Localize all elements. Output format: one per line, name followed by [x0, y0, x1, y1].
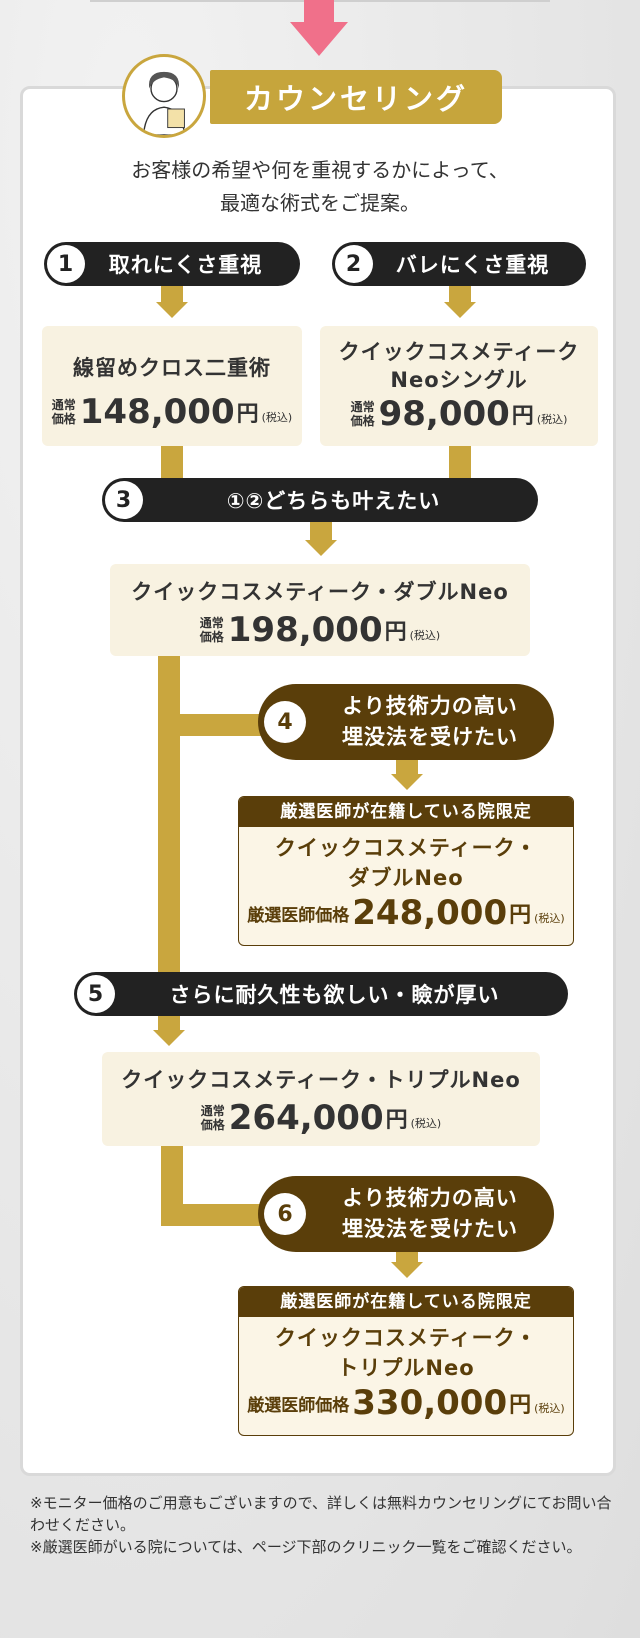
step-3: 3 ①②どちらも叶えたい: [102, 478, 538, 522]
plan-name: Neoシングル: [390, 368, 528, 392]
plan-price: 330,000: [352, 1383, 508, 1423]
plan-triple: クイックコスメティーク・トリプルNeo 通常価格 264,000 円 (税込): [102, 1052, 540, 1146]
step-number: 4: [264, 701, 306, 743]
regular-price-tag: 通常価格: [51, 398, 76, 426]
arrow-icon: [153, 1030, 185, 1046]
tax-label: (税込): [261, 411, 293, 424]
connector: [396, 760, 418, 774]
step-1: 1 取れにくさ重視: [44, 242, 300, 286]
plan-name: クイックコスメティーク・: [274, 836, 538, 860]
intro-line: お客様の希望や何を重視するかによって、: [131, 158, 509, 182]
step-number: 5: [77, 975, 115, 1013]
connector: [449, 444, 471, 478]
tax-label: (税込): [534, 1402, 565, 1415]
step-2: 2 バレにくさ重視: [332, 242, 586, 286]
connector: [161, 1204, 271, 1226]
connector: [158, 1012, 180, 1032]
arrow-icon: [156, 302, 188, 318]
step-6: 6 より技術力の高い 埋没法を受けたい: [258, 1176, 554, 1252]
plan-triple-doctor: 厳選医師が在籍している院限定 クイックコスメティーク・ トリプルNeo 厳選医師…: [238, 1286, 574, 1436]
plan-single: クイックコスメティーク Neoシングル 通常価格 98,000 円 (税込): [320, 326, 598, 446]
step-5: 5 さらに耐久性も欲しい・瞼が厚い: [74, 972, 568, 1016]
price-row: 厳選医師価格 248,000 円 (税込): [239, 893, 573, 933]
step-number: 3: [105, 481, 143, 519]
arrow-icon: [444, 302, 476, 318]
tax-label: (税込): [409, 629, 441, 642]
limited-header: 厳選医師が在籍している院限定: [239, 1287, 573, 1317]
step-label: さらに耐久性も欲しい・瞼が厚い: [169, 983, 500, 1007]
step-label: バレにくさ重視: [395, 253, 550, 277]
yen-label: 円: [385, 1108, 408, 1133]
yen-label: 円: [511, 404, 534, 429]
step-label: より技術力の高い 埋没法を受けたい: [342, 1186, 518, 1241]
price-row: 通常価格 264,000 円 (税込): [102, 1098, 540, 1138]
counselor-avatar-icon: [122, 54, 206, 138]
counseling-card: [20, 86, 616, 1476]
section-title: カウンセリング: [210, 70, 502, 124]
doctor-price-label: 厳選医師価格: [247, 905, 350, 926]
plan-name: クイックコスメティーク・トリプルNeo: [121, 1068, 521, 1092]
tax-label: (税込): [536, 413, 568, 426]
plan-price: 148,000: [79, 392, 235, 432]
tax-label: (税込): [534, 912, 565, 925]
tax-label: (税込): [410, 1117, 442, 1130]
step-number: 2: [335, 245, 373, 283]
plan-price: 198,000: [227, 610, 383, 650]
plan-double-doctor: 厳選医師が在籍している院限定 クイックコスメティーク・ ダブルNeo 厳選医師価…: [238, 796, 574, 946]
yen-label: 円: [236, 402, 259, 427]
step-label: より技術力の高い 埋没法を受けたい: [342, 694, 518, 749]
plan-double: クイックコスメティーク・ダブルNeo 通常価格 198,000 円 (税込): [110, 564, 530, 656]
regular-price-tag: 通常価格: [199, 616, 224, 644]
connector: [180, 714, 270, 736]
limited-header: 厳選医師が在籍している院限定: [239, 797, 573, 827]
plan-name: クイックコスメティーク・ダブルNeo: [131, 580, 509, 604]
intro-text: お客様の希望や何を重視するかによって、 最適な術式をご提案。: [60, 154, 580, 220]
footnotes: ※モニター価格のご用意もございますので、詳しくは無料カウンセリングにてお問い合わ…: [30, 1492, 620, 1558]
plan-cross: 線留めクロス二重術 通常価格 148,000 円 (税込): [42, 326, 302, 446]
plan-name: ダブルNeo: [348, 866, 464, 890]
regular-price-tag: 通常価格: [350, 400, 375, 428]
doctor-price-label: 厳選医師価格: [247, 1395, 350, 1416]
step-number: 6: [264, 1193, 306, 1235]
connector: [310, 520, 332, 540]
plan-price: 264,000: [228, 1098, 384, 1138]
plan-name: クイックコスメティーク・: [274, 1326, 538, 1350]
arrow-icon: [305, 540, 337, 556]
intro-line: 最適な術式をご提案。: [220, 191, 420, 215]
connector: [161, 282, 183, 304]
price-row: 通常価格 198,000 円 (税込): [110, 610, 530, 650]
yen-label: 円: [509, 1393, 532, 1418]
price-row: 厳選医師価格 330,000 円 (税込): [239, 1383, 573, 1423]
plan-name: トリプルNeo: [337, 1356, 475, 1380]
step-label: 取れにくさ重視: [108, 253, 263, 277]
footnote: ※厳選医師がいる院については、ページ下部のクリニック一覧をご確認ください。: [30, 1538, 582, 1556]
step-label: ①②どちらも叶えたい: [226, 489, 441, 513]
plan-price: 98,000: [378, 394, 510, 434]
step-number: 1: [47, 245, 85, 283]
connector: [396, 1252, 418, 1262]
connector: [449, 282, 471, 304]
connector: [158, 656, 180, 1014]
regular-price-tag: 通常価格: [200, 1104, 225, 1132]
arrow-icon: [391, 774, 423, 790]
plan-name: クイックコスメティーク: [338, 340, 580, 364]
yen-label: 円: [509, 903, 532, 928]
step-4: 4 より技術力の高い 埋没法を受けたい: [258, 684, 554, 760]
price-row: 通常価格 148,000 円 (税込): [42, 392, 302, 432]
connector: [161, 444, 183, 478]
down-arrow-icon: [290, 0, 348, 56]
arrow-icon: [391, 1262, 423, 1278]
yen-label: 円: [384, 620, 407, 645]
price-row: 通常価格 98,000 円 (税込): [320, 394, 598, 434]
plan-name: 線留めクロス二重術: [73, 356, 271, 380]
footnote: ※モニター価格のご用意もございますので、詳しくは無料カウンセリングにてお問い合わ…: [30, 1494, 612, 1534]
plan-price: 248,000: [352, 893, 508, 933]
